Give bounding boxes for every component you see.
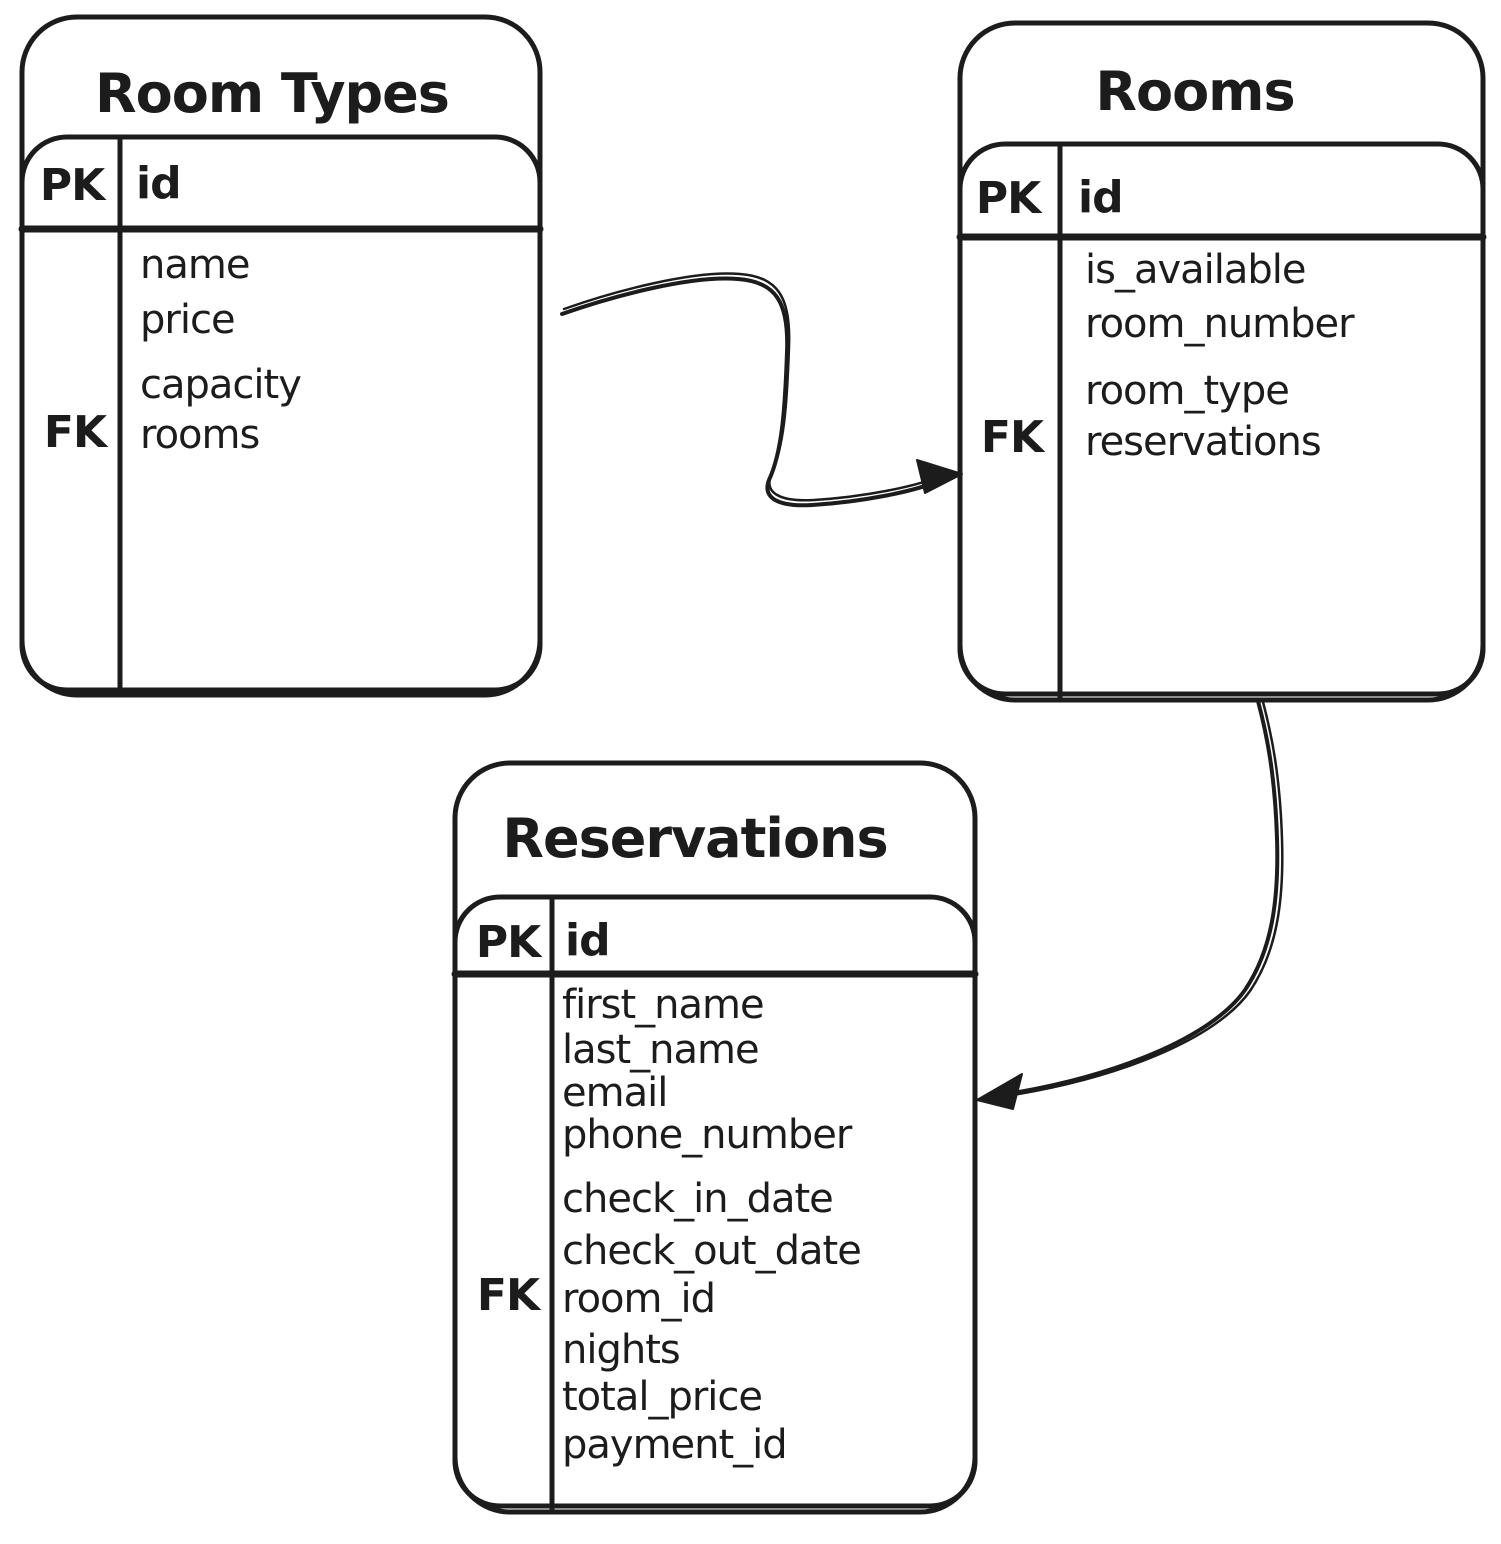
field-name: name [140, 242, 249, 288]
field-name: total_price [562, 1374, 762, 1420]
field-name: last_name [562, 1027, 759, 1073]
field-name: capacity [140, 362, 301, 408]
pk-field: id [1078, 172, 1123, 223]
pk-label: PK [40, 160, 107, 211]
entity-title: Reservations [502, 807, 887, 870]
entity-title: Rooms [1095, 60, 1294, 123]
field-name: rooms [140, 412, 259, 458]
relationship-line [993, 699, 1280, 1098]
field-name: check_in_date [562, 1176, 833, 1222]
pk-label: PK [476, 917, 543, 968]
pk-field: id [136, 158, 181, 209]
arrowhead-icon [976, 1073, 1023, 1110]
entity-body-outline [452, 894, 978, 1509]
entity-reservations: Reservations PK id first_name last_name … [451, 760, 979, 1515]
entity-body-outline [19, 134, 543, 693]
entity-outline [957, 20, 1486, 703]
entity-title: Room Types [95, 62, 449, 125]
pk-label: PK [976, 173, 1043, 224]
field-name: room_type [1085, 368, 1289, 414]
pk-field: id [565, 915, 610, 966]
field-name: check_out_date [562, 1228, 861, 1274]
entity-rooms: Rooms PK id is_available room_number roo… [956, 20, 1487, 703]
field-name: phone_number [562, 1112, 853, 1158]
field-name: email [562, 1070, 667, 1116]
field-name: reservations [1085, 419, 1321, 465]
relationship-line-double-stroke [562, 272, 948, 502]
field-name: is_available [1085, 247, 1306, 293]
field-name: first_name [562, 982, 764, 1028]
relationship-line-double-stroke [998, 700, 1284, 1099]
relationship-rooms-to-reservations [976, 699, 1284, 1110]
fk-label: FK [477, 1270, 542, 1321]
fk-label: FK [981, 412, 1046, 463]
field-name: payment_id [562, 1422, 787, 1468]
field-name: room_number [1085, 301, 1355, 347]
field-name: nights [562, 1327, 680, 1373]
relationship-room-types-to-rooms [560, 272, 963, 508]
entity-room-types: Room Types PK id name price capacity roo… [18, 14, 544, 698]
field-name: room_id [562, 1276, 715, 1322]
entity-body-outline [957, 141, 1486, 697]
arrowhead-icon [916, 459, 963, 494]
fk-label: FK [44, 407, 109, 458]
field-name: price [140, 297, 235, 343]
relationship-line [560, 276, 946, 508]
